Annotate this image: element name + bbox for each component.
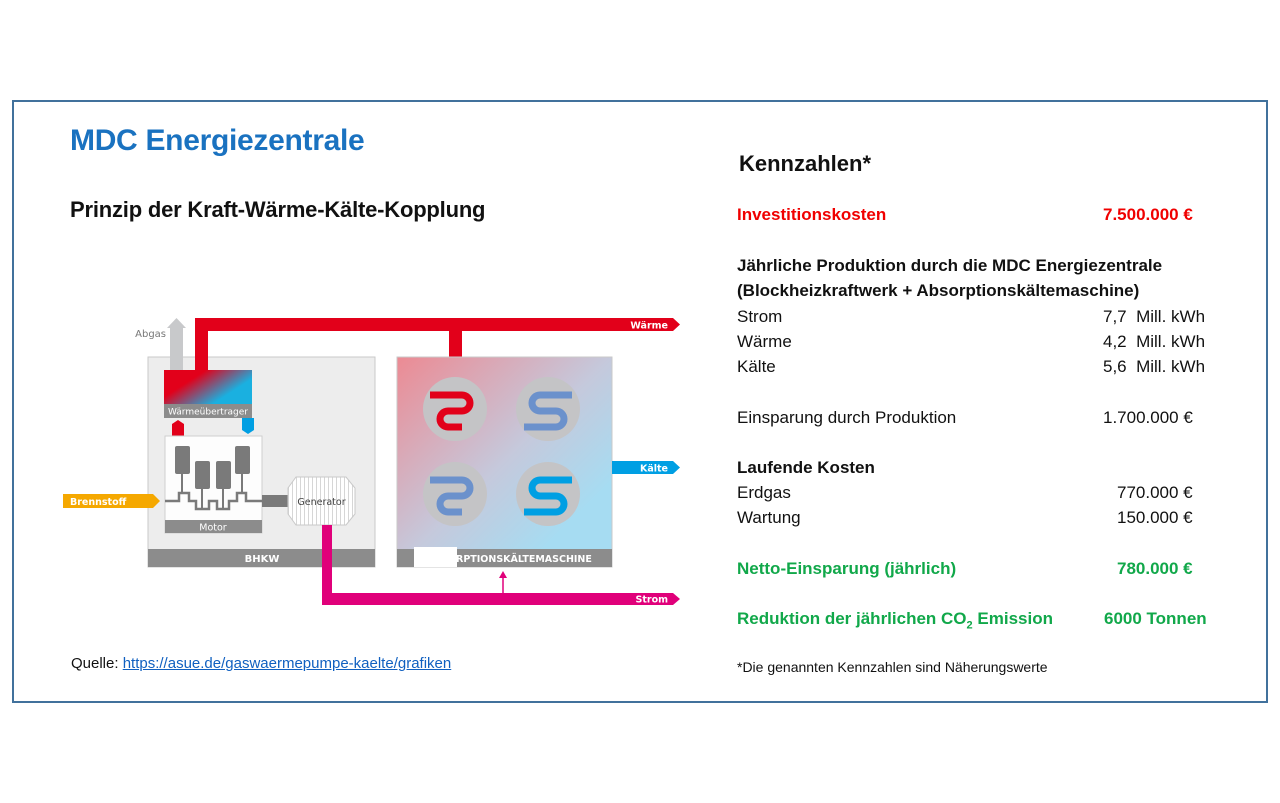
produktion-waerme-value: 4,2 Mill. kWh — [1103, 332, 1206, 351]
co2-label: Reduktion der jährlichen CO2 Emission — [737, 609, 1053, 632]
source-label: Quelle: — [71, 655, 119, 672]
akm-label-mask — [414, 547, 457, 567]
coil-condenser — [516, 377, 580, 441]
hx-cold-arrow — [242, 418, 254, 434]
produktion-heading-1: Jährliche Produktion durch die MDC Energ… — [737, 256, 1163, 275]
page-title: MDC Energiezentrale — [70, 124, 365, 157]
kaelte-arrow — [612, 461, 680, 474]
akm-panel — [396, 356, 613, 568]
strom-label: Strom — [636, 595, 669, 606]
bhkw-label-bar — [148, 549, 375, 567]
generator-body — [287, 476, 356, 526]
produktion-kaelte-label: Kälte — [737, 357, 776, 376]
waerme-pipe — [195, 318, 680, 370]
coil-absorber — [423, 462, 487, 526]
produktion-strom-label: Strom — [737, 307, 783, 326]
footnote: *Die genannten Kennzahlen sind Näherungs… — [737, 659, 1048, 675]
bhkw-label: BHKW — [245, 554, 280, 565]
source-link[interactable]: https://asue.de/gaswaermepumpe-kaelte/gr… — [122, 655, 452, 672]
erdgas-value: 770.000 € — [1117, 483, 1193, 502]
akm-label: RPTIONSKÄLTEMASCHINE — [456, 554, 592, 565]
investition-value: 7.500.000 € — [1103, 205, 1193, 224]
source-line: Quelle: https://asue.de/gaswaermepumpe-k… — [71, 655, 451, 672]
brennstoff-label: Brennstoff — [70, 497, 127, 508]
coil-evaporator — [516, 462, 580, 526]
investition-label: Investitionskosten — [737, 205, 887, 224]
coil-desorber — [423, 377, 487, 441]
strom-pipe — [322, 525, 680, 605]
netto-value: 780.000 € — [1117, 559, 1193, 578]
netto-label: Netto-Einsparung (jährlich) — [737, 559, 957, 578]
abgas-label: Abgas — [135, 329, 166, 340]
page-subtitle: Prinzip der Kraft-Wärme-Kälte-Kopplung — [70, 197, 486, 222]
motor-label: Motor — [199, 523, 227, 534]
produktion-strom-value: 7,7 Mill. kWh — [1103, 307, 1206, 326]
kaelte-label: Kälte — [640, 464, 668, 475]
waermeuebertrager-label: Wärmeübertrager — [168, 408, 248, 418]
produktion-waerme-label: Wärme — [737, 332, 792, 351]
abgas-arrow — [167, 318, 186, 370]
einsparung-label: Einsparung durch Produktion — [737, 408, 957, 427]
kennzahlen-title: Kennzahlen* — [739, 151, 872, 176]
produktion-heading-2: (Blockheizkraftwerk + Absorptionskältema… — [737, 281, 1140, 300]
generator-label: Generator — [297, 497, 345, 508]
wartung-value: 150.000 € — [1117, 508, 1193, 527]
waermeuebertrager-bar — [164, 404, 252, 418]
produktion-kaelte-value: 5,6 Mill. kWh — [1103, 357, 1206, 376]
hx-heat-arrow — [172, 420, 184, 436]
co2-value: 6000 Tonnen — [1104, 609, 1207, 628]
erdgas-label: Erdgas — [737, 483, 791, 502]
brennstoff-arrow — [63, 494, 160, 508]
laufende-kosten-heading: Laufende Kosten — [737, 458, 875, 477]
shaft — [262, 495, 289, 507]
motor-block — [164, 435, 263, 534]
wartung-label: Wartung — [737, 508, 801, 527]
einsparung-value: 1.700.000 € — [1103, 408, 1193, 427]
waerme-label: Wärme — [630, 321, 668, 332]
waermeuebertrager-box — [164, 370, 252, 404]
